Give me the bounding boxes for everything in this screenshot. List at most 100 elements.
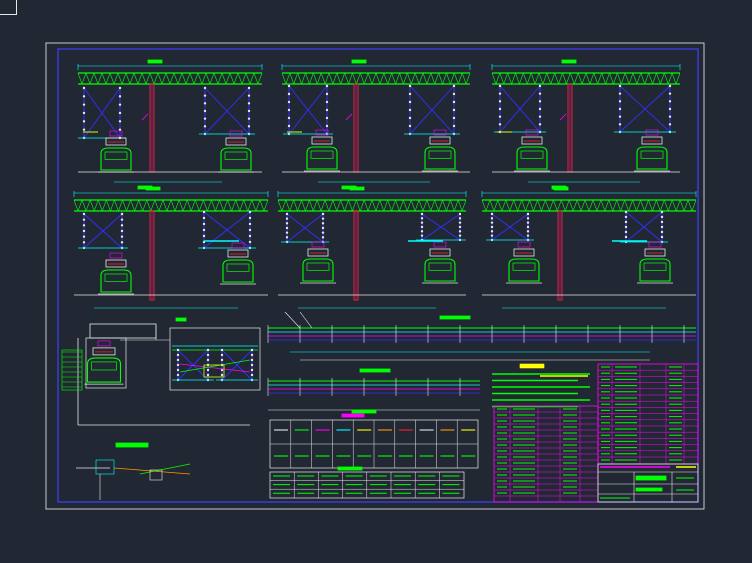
anchor-dot [203,86,207,90]
truss-web [593,72,599,85]
truss-web [97,72,103,85]
vehicle-outline [304,129,340,172]
detail-box [89,323,157,339]
truss-web [193,72,199,85]
truss-web [305,199,310,212]
truss-web [255,199,261,212]
truss-web [344,199,349,212]
truss-web [126,199,131,212]
anchor-dot [203,102,207,105]
brace-diagonal [619,85,671,133]
longitudinal-section [267,368,480,396]
anchor-dot [120,235,124,238]
anchor-dot [490,234,494,237]
pantograph [225,137,247,146]
truss-web [406,199,412,212]
truss-web [186,199,192,212]
anchor-dot [452,116,456,120]
vehicle-window [104,151,128,160]
truss-web [146,199,152,212]
truss-web [604,199,610,212]
vehicle-body [639,258,671,282]
anchor-dot [203,117,207,120]
anchor-dot [668,92,672,95]
anchor-dot [287,84,291,88]
truss-web [446,199,451,212]
anchor-dot [176,373,180,377]
truss-web [209,72,215,85]
truss-web [636,72,642,85]
truss-web [277,199,283,212]
truss-web [247,199,253,212]
truss-web [285,72,291,85]
pantograph [521,136,543,145]
anchor-dot [82,111,86,115]
truss-web [628,199,633,212]
vehicle-outline [637,241,673,284]
truss-web [414,72,420,85]
truss-web [257,72,263,85]
truss-web [359,199,365,212]
steel-column [557,210,563,301]
equipment-table-frame [597,363,699,465]
anchor-dot [458,225,462,229]
brace-diagonal [83,87,121,139]
truss-web [253,72,259,85]
anchor-dot [206,353,210,357]
anchor-dot [176,368,180,372]
drawing-frame [57,48,699,503]
anchor-dot [287,92,291,96]
anchor-dot [452,100,456,104]
anchor-dot [285,231,289,234]
catenary-clamp [97,340,111,347]
pantograph [311,136,333,145]
truss-web [640,199,645,212]
truss-web [570,72,575,85]
truss-web [461,199,467,212]
detail-wire [139,463,191,475]
bracing-panel [404,84,460,136]
catenary-clamp [433,129,447,136]
brace-diagonal [421,213,461,241]
anchor-dot [526,225,530,229]
truss-web [667,72,673,85]
truss-web [608,199,614,212]
truss-web [648,199,653,212]
bracing-panel [486,212,534,242]
anchor-dot [624,225,628,229]
truss-web [632,199,637,212]
anchor-dot [82,103,86,106]
truss-web [566,72,571,85]
section-label-marker [145,186,161,191]
truss-web [375,72,381,85]
pantograph [105,259,127,268]
truss-web [281,199,287,212]
anchor-dot [408,108,412,112]
leader-line [284,311,301,329]
anchor-dot [408,124,412,128]
truss-web [324,199,330,212]
materials-table [493,363,699,503]
truss-web [340,199,345,212]
truss-web [85,199,91,212]
truss-web [497,199,503,212]
anchor-dot [624,220,628,224]
truss-web [495,72,501,85]
truss-web [328,72,334,85]
brace-diagonal [83,213,123,249]
anchor-dot [660,220,664,224]
anchor-dot [498,115,502,118]
anchor-dot [458,217,462,220]
truss-web [217,72,223,85]
vehicle-body [516,146,548,170]
anchor-dot [420,225,424,229]
anchor-dot [287,108,291,112]
truss-web [102,199,107,212]
catenary-clamp [433,241,447,248]
leader-line [141,113,149,121]
truss-web [584,199,590,212]
truss-web [562,72,567,85]
anchor-dot [247,102,251,105]
